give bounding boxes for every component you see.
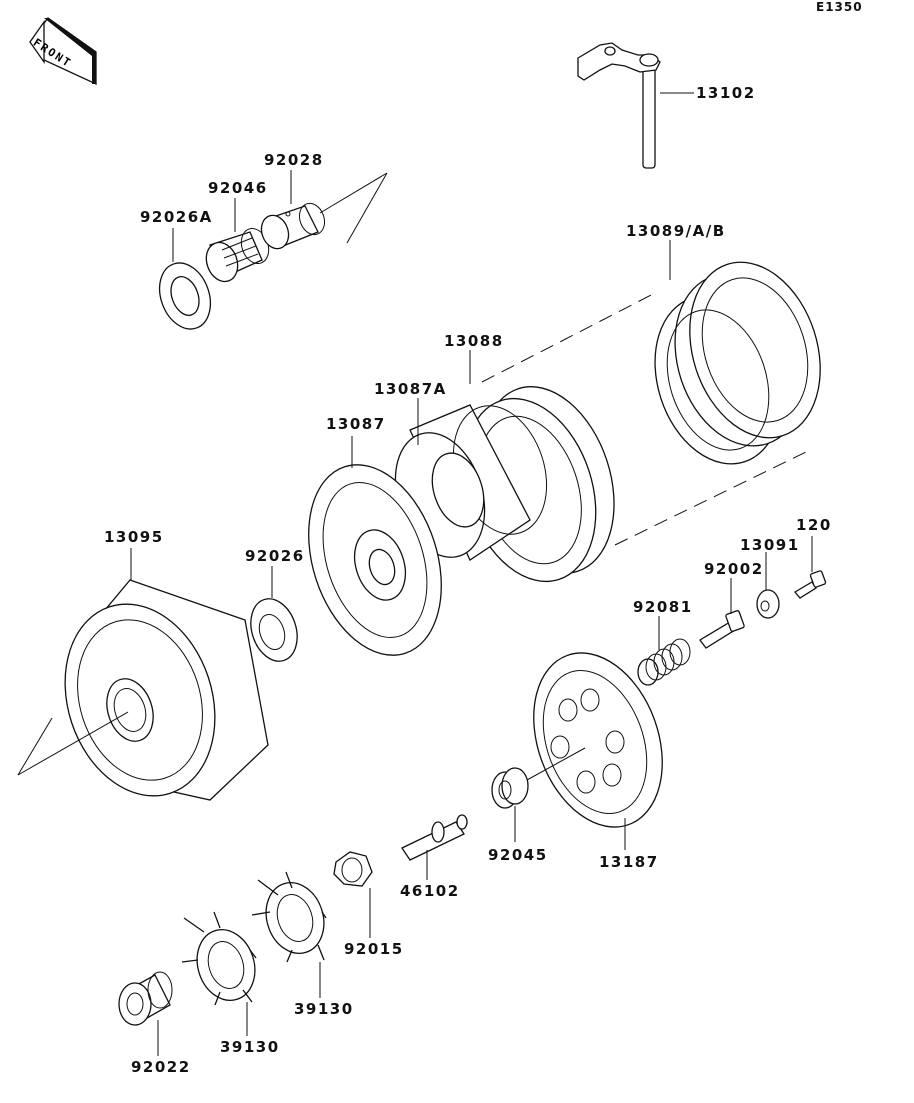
label-92002[interactable]: 92002 (704, 560, 764, 578)
label-13187[interactable]: 13187 (599, 853, 659, 871)
label-13088[interactable]: 13088 (444, 332, 504, 350)
label-92046[interactable]: 92046 (208, 179, 268, 197)
label-92026[interactable]: 92026 (245, 547, 305, 565)
part-13095-clutch-housing[interactable] (41, 579, 269, 815)
part-92026A-washer[interactable] (151, 256, 219, 336)
label-13087A[interactable]: 13087A (374, 380, 447, 398)
label-92028[interactable]: 92028 (264, 151, 324, 169)
part-92022-spacer[interactable] (118, 971, 173, 1026)
part-13087-hub-plate[interactable] (286, 448, 464, 673)
label-13089-A-B[interactable]: 13089/A/B (626, 222, 726, 240)
part-92026-washer[interactable] (243, 593, 305, 667)
label-92081[interactable]: 92081 (633, 598, 693, 616)
part-92002-bolt[interactable] (699, 610, 745, 649)
label-120[interactable]: 120 (796, 516, 832, 534)
label-46102[interactable]: 46102 (400, 882, 460, 900)
part-46102-push-rod[interactable] (401, 814, 468, 861)
part-120-bolt[interactable] (794, 570, 827, 599)
part-13089-plates[interactable] (634, 245, 841, 480)
label-92022[interactable]: 92022 (131, 1058, 191, 1076)
label-92015[interactable]: 92015 (344, 940, 404, 958)
part-13091-spring-holder[interactable] (756, 589, 780, 619)
label-13091[interactable]: 13091 (740, 536, 800, 554)
label-13095[interactable]: 13095 (104, 528, 164, 546)
label-92026A[interactable]: 92026A (140, 208, 213, 226)
part-92028-sleeve[interactable] (257, 200, 329, 253)
part-13102-shaft[interactable] (577, 42, 661, 169)
part-13187-pressure-plate[interactable] (511, 635, 685, 845)
part-92081-clutch-spring[interactable] (637, 638, 691, 686)
part-39130-lock-washer-upper[interactable] (251, 871, 333, 963)
label-13087[interactable]: 13087 (326, 415, 386, 433)
label-39130-upper[interactable]: 39130 (294, 1000, 354, 1018)
label-92045[interactable]: 92045 (488, 846, 548, 864)
label-39130-lower[interactable]: 39130 (220, 1038, 280, 1056)
diagram-code: E1350 (816, 0, 863, 14)
part-92015-nut[interactable] (333, 851, 373, 887)
front-arrow-icon (29, 17, 97, 86)
part-39130-lock-washer-lower[interactable] (181, 911, 264, 1008)
label-13102[interactable]: 13102 (696, 84, 756, 102)
part-92046-needle-bearing[interactable] (201, 225, 273, 286)
part-92045-ball-bearing[interactable] (491, 767, 529, 809)
